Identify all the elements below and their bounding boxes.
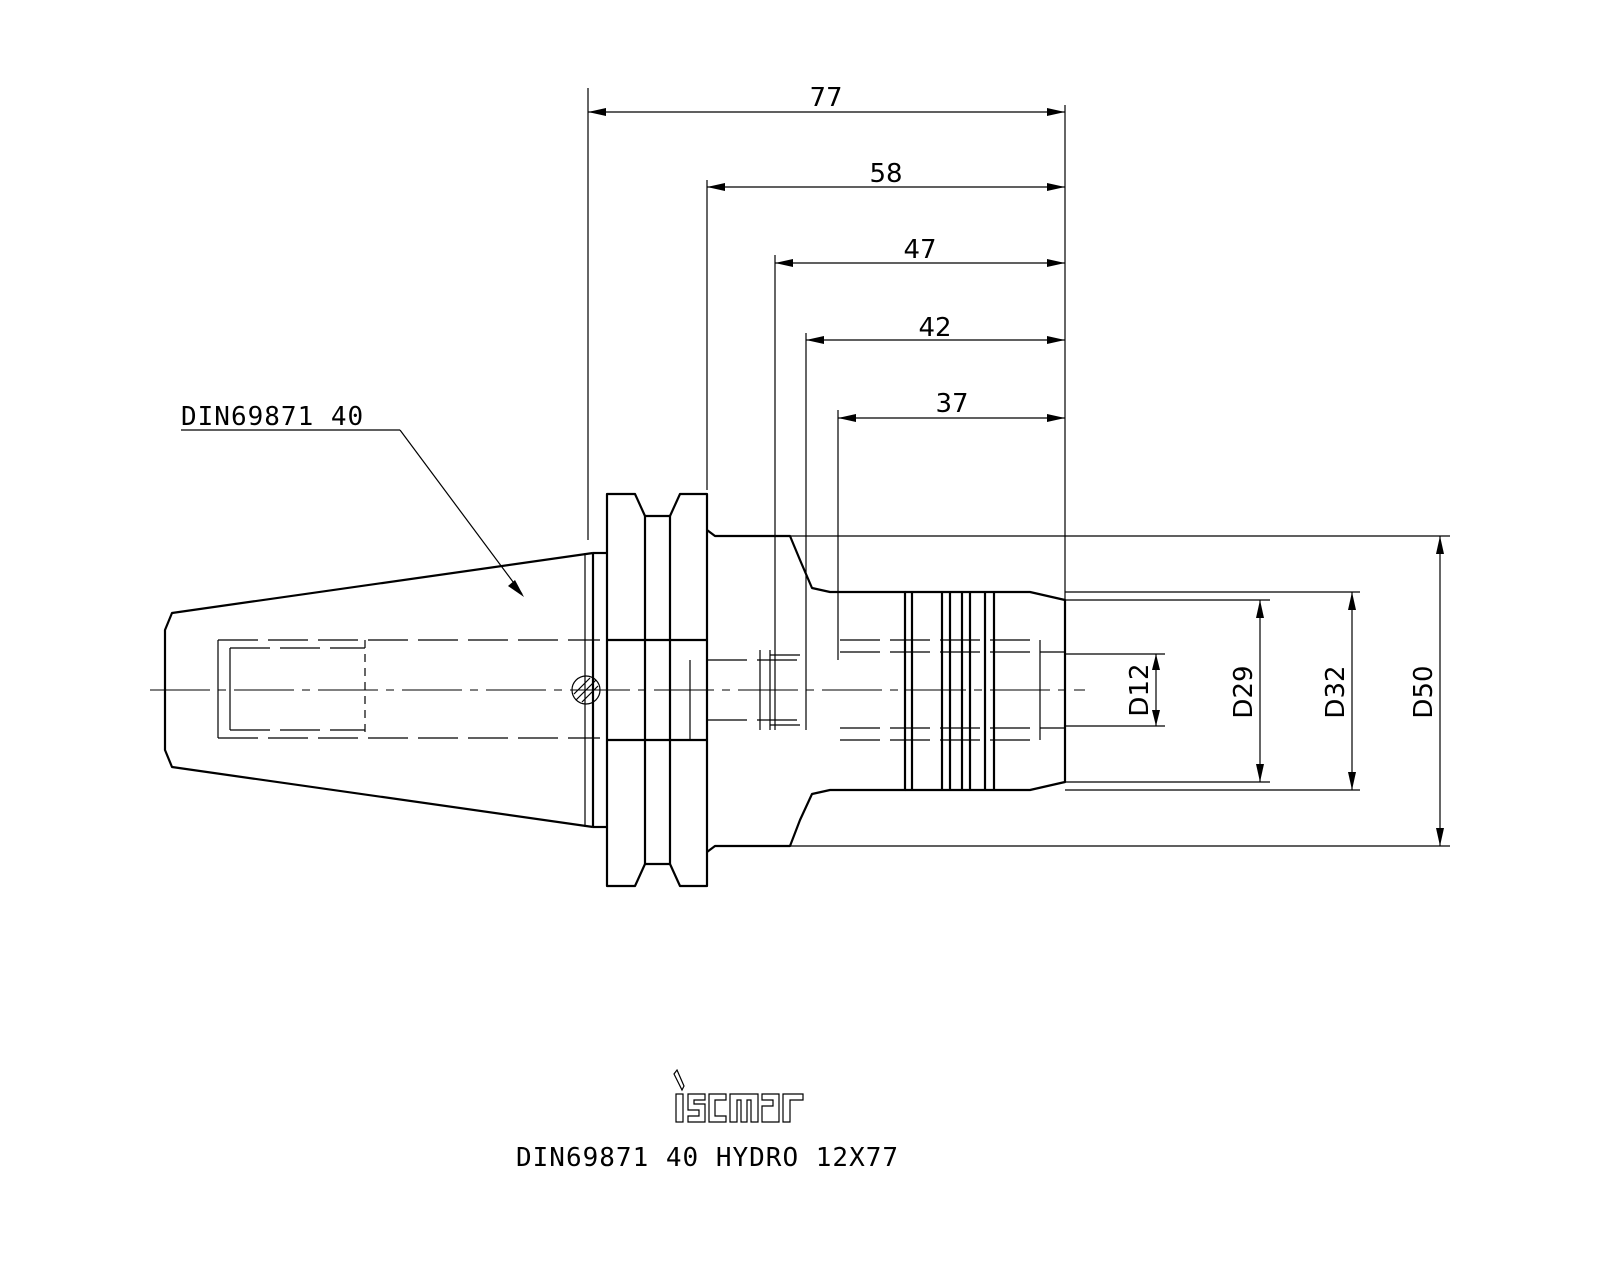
- dimension-42: 42: [806, 313, 1065, 344]
- dimension-58: 58: [707, 159, 1065, 191]
- dim-58-label: 58: [869, 159, 902, 189]
- brand-logo: iscar: [673, 1068, 804, 1123]
- taper-shank: [163, 551, 601, 829]
- dim-42-label: 42: [918, 313, 951, 343]
- diameter-d12: D12: [1125, 654, 1160, 726]
- dim-d32-label: D32: [1321, 665, 1351, 718]
- taper-callout-label: DIN69871 40: [181, 402, 364, 432]
- diameter-extension-lines: [790, 535, 1450, 847]
- flange: [593, 492, 709, 888]
- diameter-d29: D29: [1229, 600, 1264, 782]
- diameter-d50: D50: [1409, 536, 1444, 846]
- dimension-37: 37: [838, 389, 1065, 422]
- dim-d29-label: D29: [1229, 665, 1259, 718]
- dim-d12-label: D12: [1125, 663, 1155, 716]
- dim-d50-label: D50: [1409, 665, 1439, 718]
- diameter-d32: D32: [1321, 592, 1356, 790]
- dimension-47: 47: [775, 235, 1065, 267]
- holder-body: [689, 529, 907, 853]
- dim-37-label: 37: [935, 389, 968, 419]
- dim-47-label: 47: [903, 235, 936, 265]
- hydro-sleeve: [840, 590, 1067, 792]
- taper-callout: DIN69871 40: [181, 402, 524, 597]
- screw-hole: [571, 675, 601, 705]
- dim-77-label: 77: [809, 83, 842, 113]
- dimension-77: 77: [588, 83, 1065, 116]
- part-title: DIN69871 40 HYDRO 12X77: [516, 1143, 899, 1173]
